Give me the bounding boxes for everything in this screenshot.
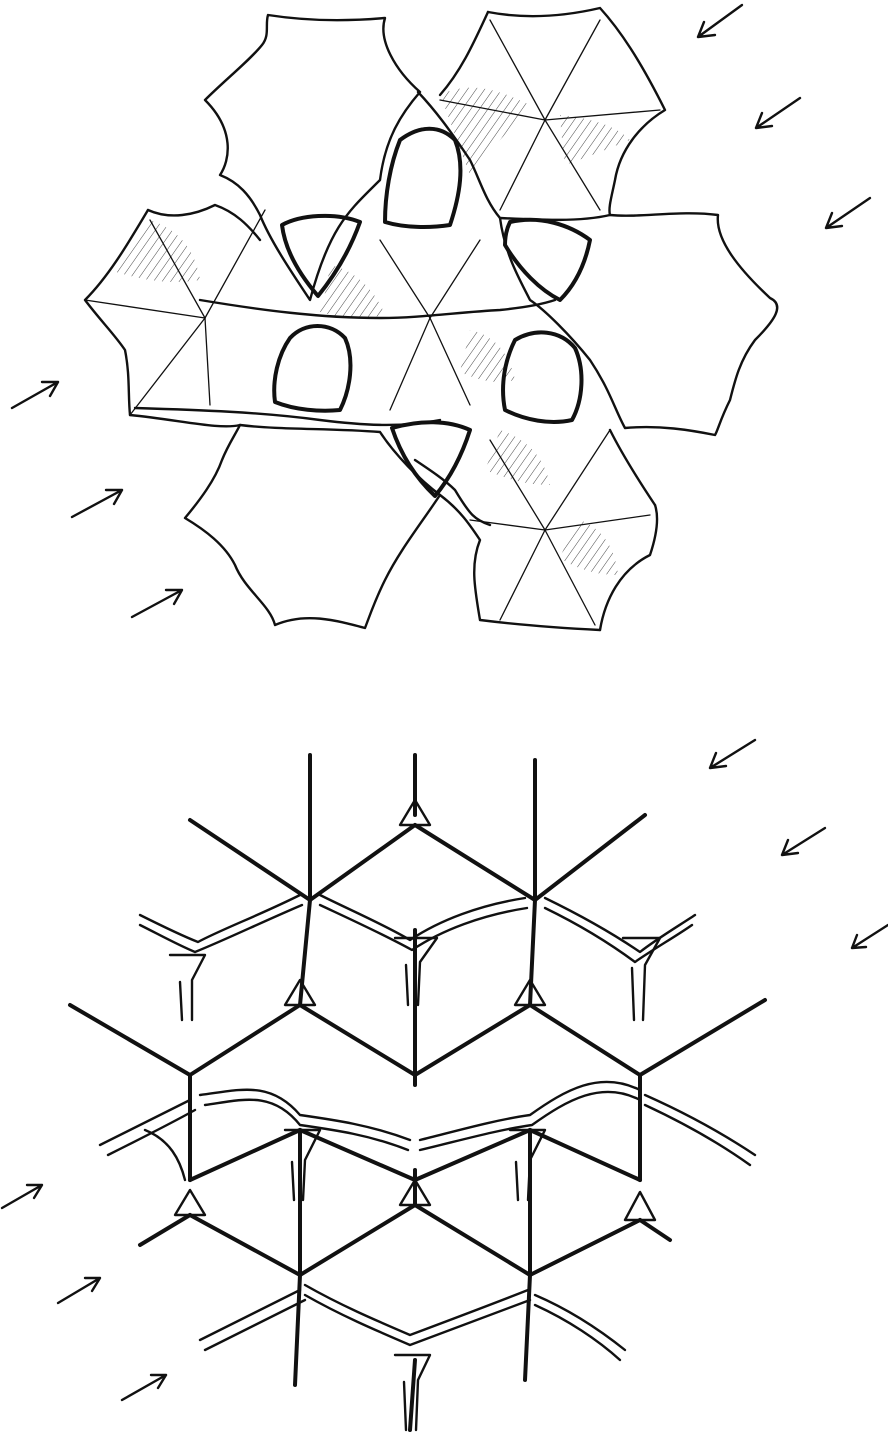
arrow-icon	[782, 828, 825, 855]
hatched-region	[110, 88, 630, 575]
tube-edges	[100, 895, 755, 1360]
hole	[392, 422, 470, 496]
arrow-icon	[698, 5, 742, 37]
arrow-icon	[852, 925, 888, 948]
arrow-icon	[756, 98, 800, 128]
hole	[505, 220, 590, 300]
arrow-icon	[72, 490, 122, 517]
network-struts	[70, 755, 765, 1430]
arrow-icon	[12, 382, 58, 408]
arrow-icon	[58, 1278, 100, 1303]
sponge-surface-sketch	[0, 0, 888, 650]
arrow-icon	[2, 1185, 42, 1208]
branched-network-sketch	[0, 720, 888, 1435]
junction	[170, 800, 660, 1430]
arrow-icon	[710, 740, 755, 768]
arrow-icon	[122, 1375, 166, 1400]
hole	[503, 332, 581, 422]
stippled-lobe	[500, 213, 777, 435]
arrow-icon	[132, 590, 182, 617]
hole	[274, 326, 350, 411]
hole	[385, 129, 460, 227]
stippled-lobe	[205, 15, 420, 300]
arrow-icon	[826, 198, 870, 228]
